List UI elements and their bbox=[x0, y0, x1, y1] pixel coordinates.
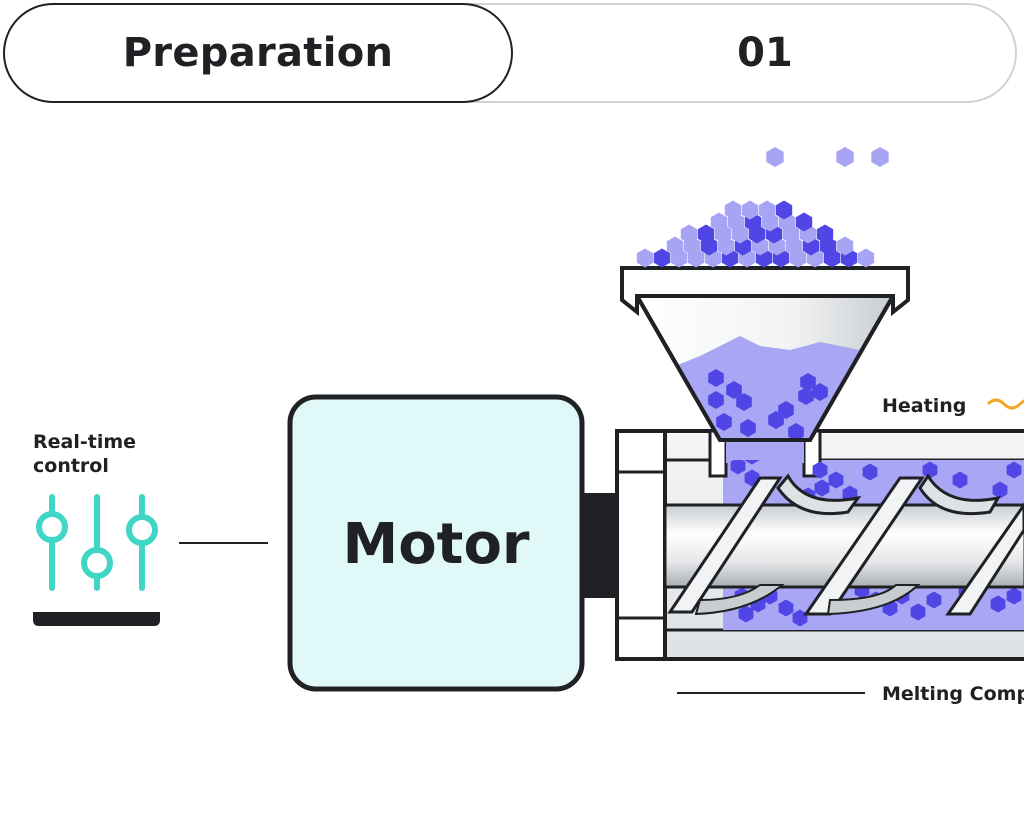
pellet bbox=[857, 248, 875, 268]
pellet bbox=[680, 224, 698, 244]
pellet bbox=[775, 200, 793, 220]
melting-label: Melting Comp bbox=[882, 683, 1024, 705]
pellet bbox=[636, 248, 654, 268]
pellet bbox=[952, 471, 968, 489]
pellet bbox=[726, 381, 742, 399]
pellet bbox=[788, 423, 804, 440]
pellet bbox=[653, 248, 671, 268]
motor-coupling bbox=[582, 493, 618, 598]
pellet bbox=[778, 401, 794, 419]
pellet bbox=[768, 411, 784, 429]
screw-shaft bbox=[663, 473, 1024, 616]
pellet bbox=[708, 369, 724, 387]
pellet bbox=[795, 212, 813, 232]
pellet bbox=[828, 471, 844, 489]
pellet bbox=[741, 200, 759, 220]
hexagon-pellet-icon bbox=[636, 147, 889, 268]
pellet bbox=[798, 387, 814, 405]
step-number: 01 bbox=[737, 30, 793, 76]
pellet bbox=[871, 147, 889, 167]
pellet bbox=[922, 461, 938, 479]
pellet bbox=[862, 463, 878, 481]
pellet bbox=[666, 236, 684, 256]
pellet bbox=[990, 595, 1006, 613]
wave-icon bbox=[986, 398, 1024, 410]
pellet bbox=[708, 391, 724, 409]
pellet bbox=[800, 373, 816, 391]
pellet bbox=[716, 413, 732, 431]
pellet bbox=[1006, 461, 1022, 479]
pellet bbox=[836, 147, 854, 167]
motor-block: Motor bbox=[287, 394, 585, 692]
pellet bbox=[730, 460, 746, 475]
pellet bbox=[724, 200, 742, 220]
pellet bbox=[740, 419, 756, 437]
pellet bbox=[758, 200, 776, 220]
feed-hopper bbox=[620, 266, 910, 442]
pellet bbox=[812, 383, 828, 401]
pellet bbox=[697, 224, 715, 244]
control-label: Real-time control bbox=[33, 431, 143, 477]
pellet bbox=[1006, 587, 1022, 605]
pellet bbox=[792, 609, 808, 627]
pellet bbox=[814, 479, 830, 497]
pellet bbox=[710, 212, 728, 232]
pellet bbox=[910, 603, 926, 621]
heating-label: Heating bbox=[882, 395, 966, 417]
pellet bbox=[992, 481, 1008, 499]
pellet bbox=[926, 591, 942, 609]
pellet bbox=[778, 599, 794, 617]
pellet bbox=[766, 147, 784, 167]
pellet bbox=[736, 393, 752, 411]
motor-label: Motor bbox=[342, 512, 529, 577]
pellet bbox=[744, 460, 760, 465]
pellet bbox=[816, 224, 834, 244]
sliders-icon bbox=[33, 494, 160, 626]
header-title-pill: Preparation bbox=[3, 3, 513, 103]
pellet bbox=[836, 236, 854, 256]
barrel-flange bbox=[615, 429, 667, 661]
pellet bbox=[812, 461, 828, 479]
pellet bbox=[738, 605, 754, 623]
step-title: Preparation bbox=[122, 30, 394, 76]
